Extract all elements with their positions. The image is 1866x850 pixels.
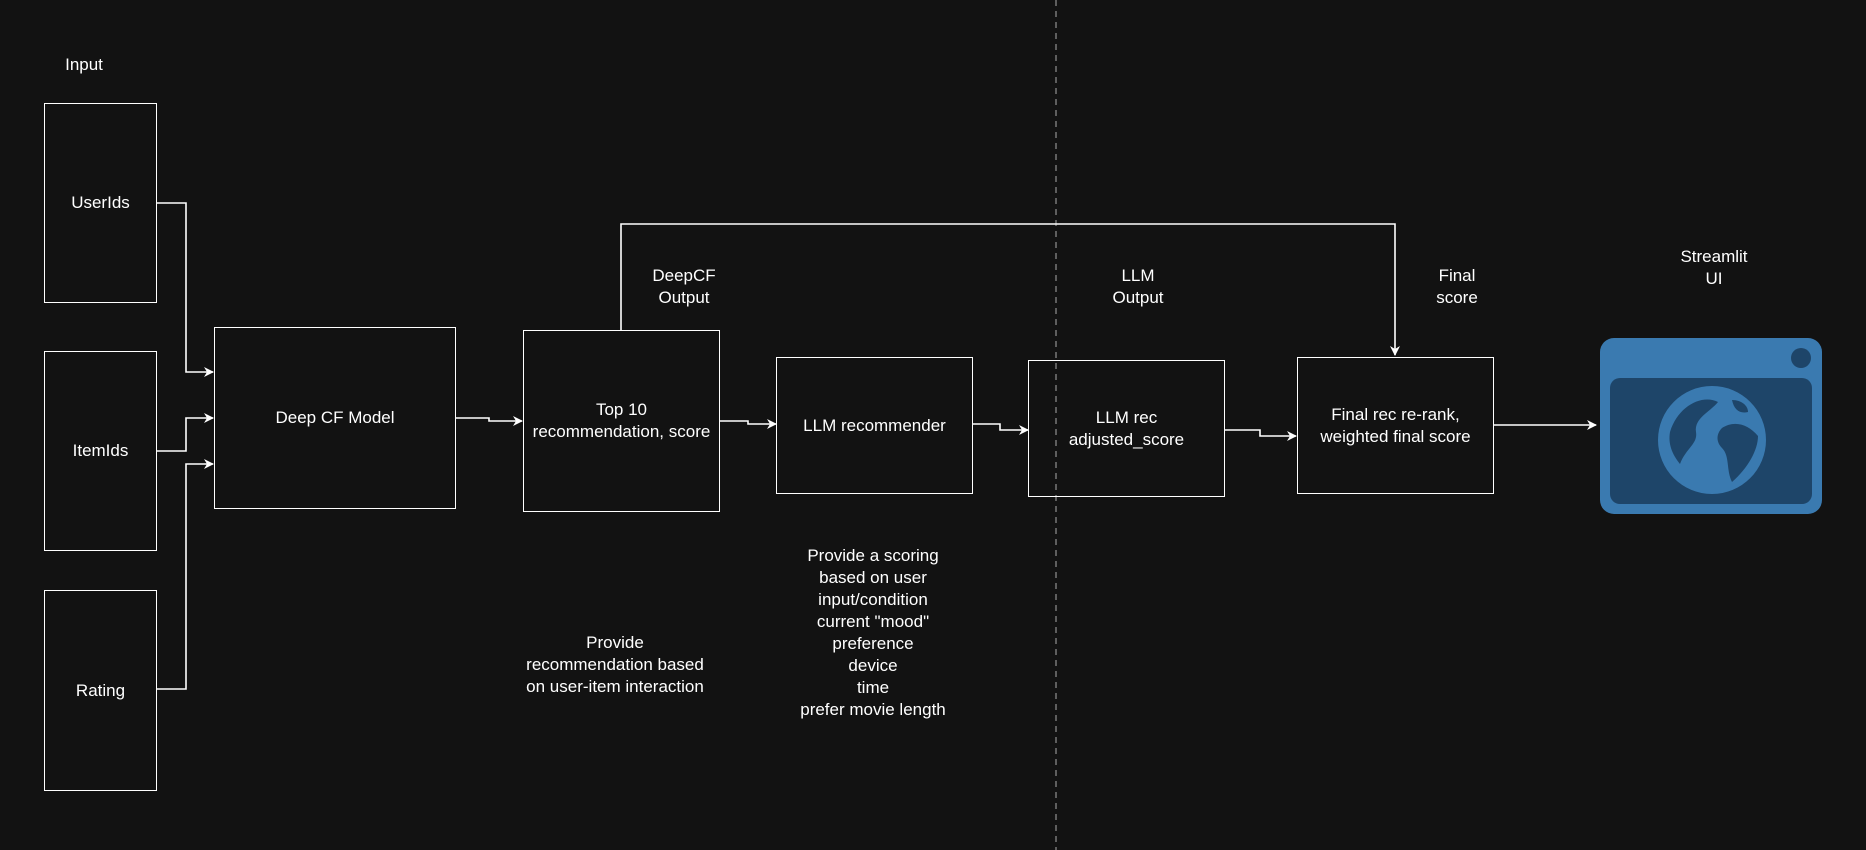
edge-deepcf-top10 (455, 416, 523, 426)
edge-itemids-deepcf (156, 413, 214, 452)
userids-box: UserIds (44, 103, 157, 303)
edge-top10-final-bypass (620, 223, 1400, 356)
llm-note: Provide a scoring based on user input/co… (800, 546, 946, 719)
rating-box: Rating (44, 590, 157, 791)
final-rerank-box: Final rec re-rank, weighted final score (1297, 357, 1494, 494)
deep-cf-model-box: Deep CF Model (214, 327, 456, 509)
edge-llmrecommender-llmrec (973, 423, 1029, 435)
llm-recommender-box: LLM recommender (776, 357, 973, 494)
top10-box: Top 10 recommendation, score (523, 330, 720, 512)
edge-top10-llmrecommender (719, 419, 777, 429)
itemids-box: ItemIds (44, 351, 157, 551)
llm-output-label: LLM Output (1112, 266, 1164, 307)
final-score-label: Final score (1436, 266, 1478, 307)
streamlit-ui-label: Streamlit UI (1680, 247, 1748, 288)
deepcf-note: Provide recommendation based on user-ite… (526, 633, 704, 696)
edge-llmrec-final (1225, 429, 1297, 441)
browser-globe-icon (1598, 336, 1824, 516)
edge-userids-deepcf (156, 202, 214, 377)
input-label: Input (65, 55, 103, 74)
deepcf-output-label: DeepCF Output (652, 266, 716, 307)
llm-rec-box: LLM rec adjusted_score (1028, 360, 1225, 497)
edge-rating-deepcf (156, 459, 214, 690)
